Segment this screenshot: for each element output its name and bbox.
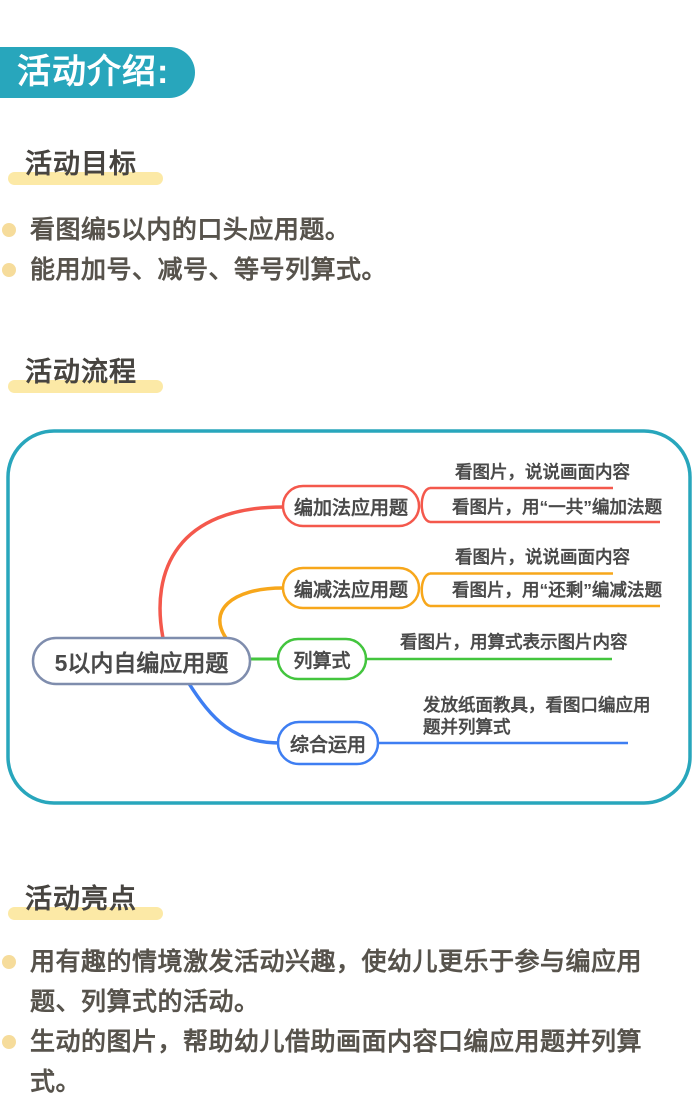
highlight-bullet-2: 生动的图片，帮助幼儿借助画面内容口编应用题并列算式。	[0, 1022, 690, 1102]
goal-bullet-1: 看图编5以内的口头应用题。	[0, 210, 350, 250]
bullet-text: 生动的图片，帮助幼儿借助画面内容口编应用题并列算式。	[30, 1028, 643, 1096]
equation-node-label: 列算式	[293, 650, 351, 672]
heading-highlight-bar	[8, 172, 163, 185]
mindmap-border	[6, 429, 692, 805]
intro-badge: 活动介绍:	[0, 47, 196, 98]
branch-add-curve	[158, 505, 284, 639]
mindmap-canvas	[6, 429, 692, 805]
bullet-text: 用有趣的情境激发活动兴趣，使幼儿更乐于参与编应用题、列算式的活动。	[30, 948, 643, 1016]
goal-bullet-2: 能用加号、减号、等号列算式。	[0, 250, 387, 290]
section-title: 活动目标	[25, 149, 137, 179]
add-fork-bracket	[420, 486, 431, 524]
bullet-dot-icon	[2, 263, 16, 277]
subtract-node-label: 编减法应用题	[293, 579, 408, 601]
highlight-bullet-1: 用有趣的情境激发活动兴趣，使幼儿更乐于参与编应用题、列算式的活动。	[0, 942, 690, 1022]
bullet-dot-icon	[2, 223, 16, 237]
activity-flow-mindmap: 5以内自编应用题 编加法应用题 编减法应用题 列算式 综合运用 看图片，说说画面…	[0, 420, 700, 815]
add-node-label: 编加法应用题	[293, 497, 408, 519]
heading-highlight-bar	[8, 380, 163, 393]
bullet-text: 能用加号、减号、等号列算式。	[30, 256, 388, 284]
heading-highlight-bar	[8, 907, 163, 920]
comprehensive-leaf-text: 发放纸面教具，看图口编应用题并列算式	[423, 695, 651, 737]
comprehensive-node-label: 综合运用	[289, 734, 366, 756]
section-heading-process: 活动流程	[0, 351, 300, 393]
add-leaf1-text: 看图片，说说画面内容	[455, 462, 630, 482]
bullet-dot-icon	[2, 1035, 16, 1049]
section-heading-goals: 活动目标	[0, 143, 300, 185]
add-node-shape	[281, 484, 421, 528]
root-node-shape	[31, 636, 252, 686]
section-title: 活动亮点	[25, 884, 137, 914]
bullet-dot-icon	[2, 955, 16, 969]
subtract-leaf2-text: 看图片，用“还剩”编减法题	[452, 580, 662, 600]
branch-subtract-curve	[218, 586, 284, 639]
subtract-fork-bracket	[420, 572, 431, 608]
equation-leaf-text: 看图片，用算式表示图片内容	[400, 632, 628, 652]
section-title: 活动流程	[25, 357, 137, 387]
root-node-label: 5以内自编应用题	[54, 650, 229, 676]
branch-comprehensive-curve	[186, 681, 281, 745]
subtract-node-shape	[281, 566, 421, 610]
add-leaf2-text: 看图片，用“一共”编加法题	[452, 497, 662, 517]
bullet-text: 看图编5以内的口头应用题。	[30, 216, 351, 244]
subtract-leaf1-text: 看图片，说说画面内容	[455, 547, 630, 567]
section-heading-highlights: 活动亮点	[0, 878, 300, 920]
